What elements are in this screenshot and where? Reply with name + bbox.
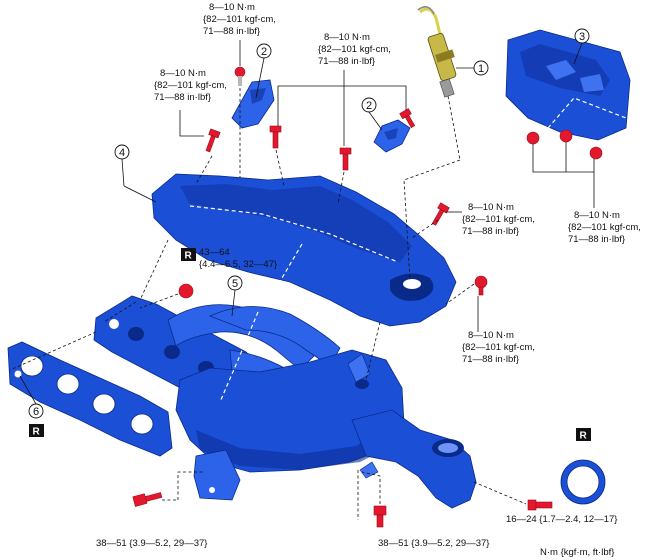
- torque-line: 8—10 N·m: [574, 210, 620, 221]
- part-callout-5: 5: [227, 275, 243, 291]
- part-callout-circle: [227, 275, 243, 291]
- bolt-bracket-left: [269, 125, 282, 149]
- torque-right-upper: 8—10 N·m {82—101 kgf-cm, 71—88 in·lbf}: [568, 210, 641, 245]
- torque-stud-nut: R 43—64 {4.4—6.5, 32—47}: [181, 247, 277, 270]
- torque-line: {4.4—6.5, 32—47}: [199, 259, 277, 270]
- torque-line: {82—101 kgf-cm,: [462, 342, 535, 353]
- torque-line: {82—101 kgf-cm,: [568, 222, 641, 233]
- bolt-insulator-a: [526, 131, 540, 145]
- part-callout-number: 6: [33, 406, 39, 418]
- part-callout-number: 5: [232, 278, 238, 290]
- torque-bottom-center: 38—51 {3.9—5.2, 29—37}: [378, 538, 489, 549]
- replace-badge-ring: R: [576, 428, 591, 442]
- heat-insulator-3: [505, 29, 631, 141]
- bolt-top-center: [234, 66, 246, 86]
- replace-badge-text: R: [185, 251, 193, 262]
- torque-line: 8—10 N·m: [324, 32, 370, 43]
- bolt-insulator-b: [559, 129, 573, 143]
- part-callout-number: 2: [366, 100, 372, 112]
- part-callout-circle: [361, 97, 377, 113]
- torque-line: {82—101 kgf-cm,: [154, 80, 227, 91]
- torque-line: {82—101 kgf-cm,: [462, 214, 535, 225]
- torque-line: 8—10 N·m: [468, 202, 514, 213]
- part-callout-circle: [256, 43, 272, 59]
- svg-text:R: R: [580, 431, 588, 442]
- part-callout-2: 2: [361, 97, 377, 113]
- torque-line: 71—88 in·lbf}: [203, 26, 260, 37]
- torque-bottom-right: 16—24 {1.7—2.4, 12—17}: [506, 514, 617, 525]
- bolt-insulator-c: [589, 146, 603, 160]
- torque-line: {82—101 kgf-cm,: [203, 14, 276, 25]
- part-callout-number: 3: [579, 31, 585, 43]
- torque-line: 8—10 N·m: [160, 68, 206, 79]
- part-callout-circle: [473, 60, 489, 76]
- oxygen-sensor-1: [417, 6, 457, 98]
- part-callout-circle: [28, 403, 44, 419]
- stud-nut: [178, 283, 194, 299]
- bracket-2-right: [373, 119, 411, 153]
- torque-right-mid: 8—10 N·m {82—101 kgf-cm, 71—88 in·lbf}: [462, 202, 535, 237]
- part-callout-number: 1: [478, 63, 484, 75]
- replace-badge-gasket: R: [29, 424, 44, 438]
- part-callout-2: 2: [256, 43, 272, 59]
- gasket-ring: [560, 459, 606, 505]
- bolt-bottom-center: [373, 505, 387, 528]
- heat-insulator-4: [151, 173, 457, 327]
- torque-line: 71—88 in·lbf}: [154, 92, 211, 103]
- part-callouts: 1 2 2 3 4 5 6: [28, 28, 590, 419]
- part-callout-circle: [574, 28, 590, 44]
- units-legend: N·m {kgf·m, ft·lbf}: [540, 547, 614, 558]
- part-callout-1: 1: [473, 60, 489, 76]
- torque-top-left: 8—10 N·m {82—101 kgf-cm, 71—88 in·lbf}: [154, 68, 227, 103]
- fasteners: [132, 66, 603, 528]
- torque-top-center: 8—10 N·m {82—101 kgf-cm, 71—88 in·lbf}: [203, 2, 276, 37]
- part-callout-4: 4: [114, 144, 130, 160]
- torque-line: 8—10 N·m: [468, 330, 514, 341]
- torque-bottom-left: 38—51 {3.9—5.2, 29—37}: [96, 538, 207, 549]
- torque-line: 71—88 in·lbf}: [568, 234, 625, 245]
- bolt-top-left: [205, 128, 221, 153]
- torque-right-lower: 8—10 N·m {82—101 kgf-cm, 71—88 in·lbf}: [462, 330, 535, 365]
- torque-line: 71—88 in·lbf}: [462, 226, 519, 237]
- bolt-mid: [339, 147, 352, 171]
- leader-lines: [9, 40, 595, 520]
- exhaust-manifold-5: [93, 295, 477, 509]
- part-callout-number: 2: [261, 46, 267, 58]
- replace-badge: [181, 248, 196, 261]
- bolt-right-upper: [431, 202, 450, 226]
- bolt-right-lower: [474, 275, 488, 296]
- bolt-bracket-right: [399, 108, 416, 129]
- torque-line: 71—88 in·lbf}: [318, 56, 375, 67]
- torque-line: 43—64: [199, 247, 230, 258]
- exhaust-manifold-gasket-6: [7, 341, 173, 457]
- part-callout-3: 3: [574, 28, 590, 44]
- part-callout-6: 6: [28, 403, 44, 419]
- torque-line: 71—88 in·lbf}: [462, 354, 519, 365]
- part-callout-circle: [114, 144, 130, 160]
- bracket-2-left: [231, 79, 275, 129]
- bolt-bottom-left: [132, 492, 163, 507]
- torque-line: {82—101 kgf-cm,: [318, 44, 391, 55]
- part-callout-number: 4: [119, 147, 125, 159]
- torque-line: 8—10 N·m: [209, 2, 255, 13]
- torque-top-mid: 8—10 N·m {82—101 kgf-cm, 71—88 in·lbf}: [318, 32, 391, 67]
- svg-text:R: R: [33, 427, 41, 438]
- bolt-bottom-right: [527, 499, 553, 511]
